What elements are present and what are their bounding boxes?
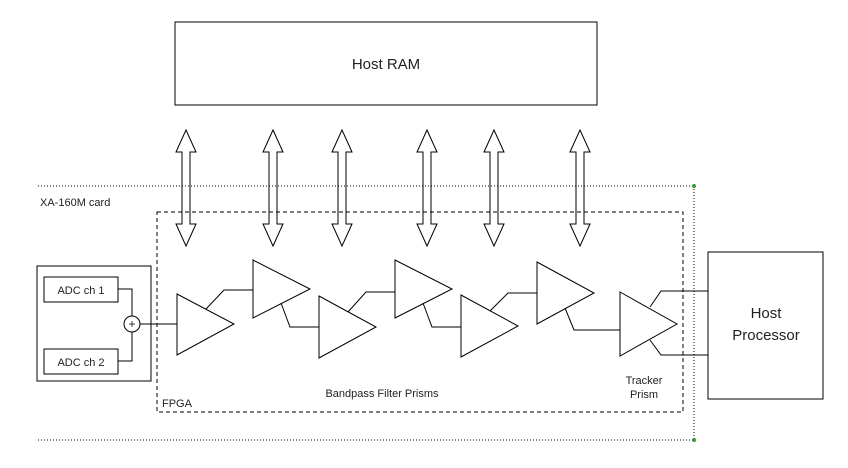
filter-prism	[460, 294, 520, 358]
filter-prism	[536, 261, 596, 325]
memory-bus-arrow	[262, 128, 284, 248]
filter-prism	[176, 293, 236, 356]
filter-prism	[318, 295, 378, 359]
memory-bus-arrow	[483, 128, 505, 248]
memory-bus-arrow	[569, 128, 591, 248]
fpga-block: FPGA	[156, 211, 684, 413]
card-corner-dot	[692, 438, 696, 442]
bandpass-filter-prisms	[176, 259, 596, 359]
card-corner-dot	[692, 184, 696, 188]
memory-bus-arrow	[416, 128, 438, 248]
tracker-prism-label-line2: Prism	[630, 389, 658, 401]
memory-bus-arrow	[175, 128, 197, 248]
host-processor-label-line1: Host	[751, 305, 783, 322]
card-label: XA-160M card	[40, 197, 110, 209]
host-processor-label-line2: Processor	[732, 327, 800, 344]
prism-connectors	[205, 289, 620, 331]
card-boundary: XA-160M card	[38, 184, 696, 442]
adc-channel-2-label: ADC ch 2	[57, 357, 104, 369]
adc-channel-1-box	[43, 276, 119, 303]
host-ram-block: Host RAM	[174, 21, 598, 106]
adc-channel-1-label: ADC ch 1	[57, 285, 104, 297]
bandpass-filter-label: Bandpass Filter Prisms	[325, 388, 439, 400]
tracker-prism-label-line1: Tracker	[626, 375, 663, 387]
host-ram-label: Host RAM	[352, 56, 420, 73]
memory-bus-arrows	[175, 128, 591, 248]
summing-junction-symbol: +	[128, 317, 135, 331]
host-processor-block: Host Processor	[707, 251, 824, 400]
filter-prism	[394, 259, 454, 319]
adc-block: ADC ch 1 ADC ch 2 +	[36, 265, 177, 382]
fpga-label: FPGA	[162, 398, 193, 410]
filter-prism	[252, 259, 312, 319]
memory-bus-arrow	[331, 128, 353, 248]
tracker-prism: Tracker Prism	[619, 290, 708, 401]
